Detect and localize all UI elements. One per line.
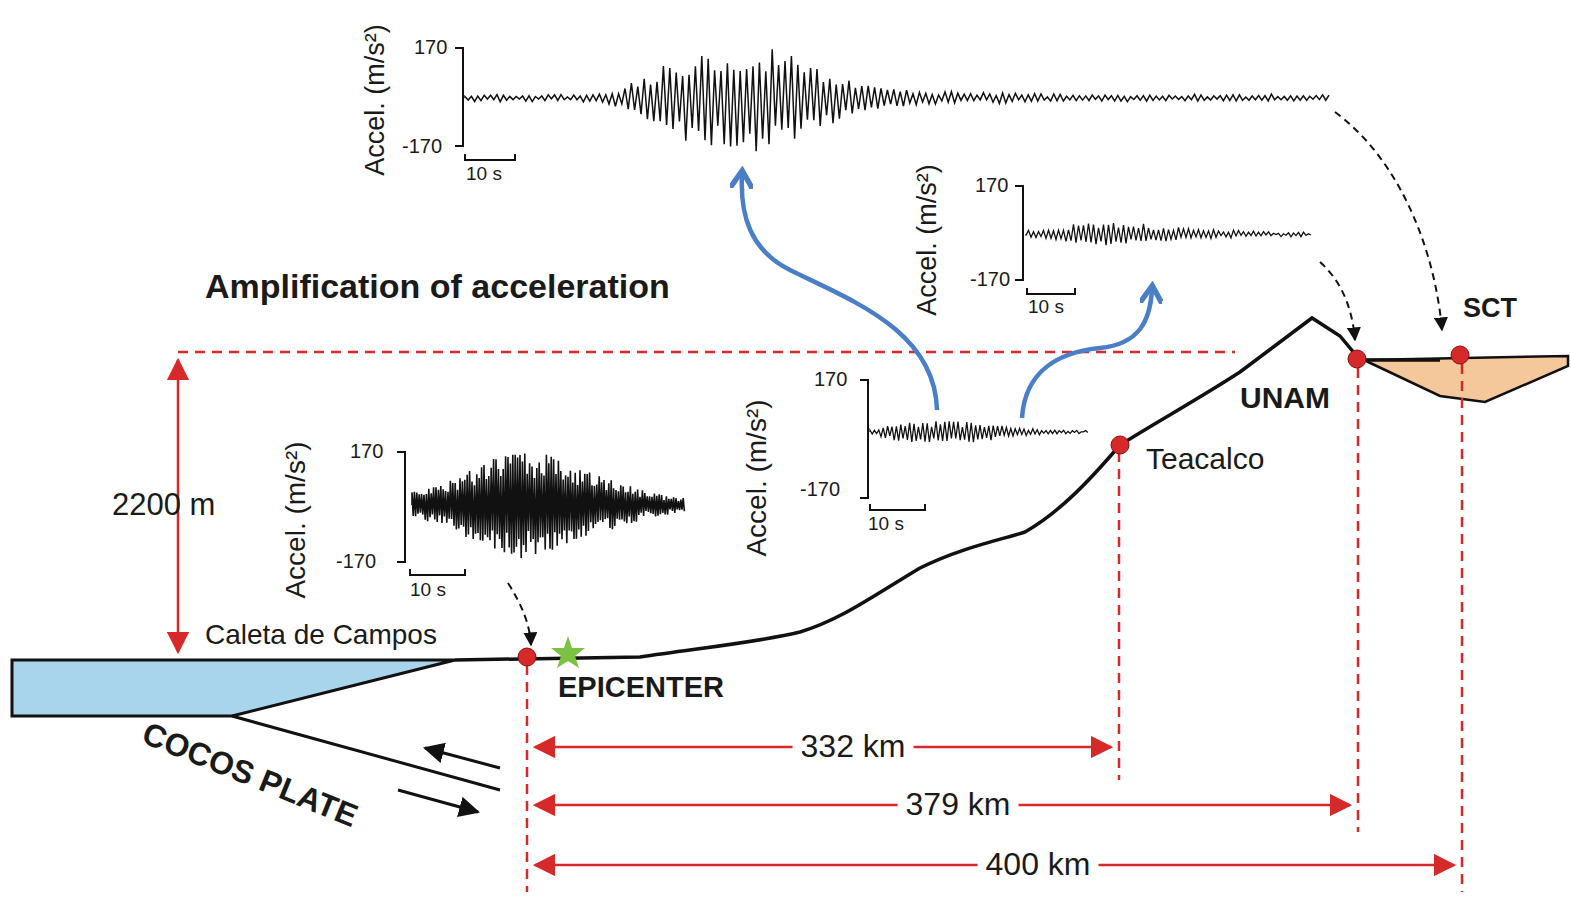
axis-label: 170 [975,174,1008,196]
axis-label: 170 [414,36,447,58]
seismogram-trace [1026,223,1311,245]
plate-arrow [398,790,478,812]
text-label: SCT [1463,294,1517,324]
text-label: Teacalco [1146,442,1264,475]
axis-label: 10 s [1028,297,1064,318]
pointer-arrows [508,112,1442,645]
seismogram-trace [870,421,1088,442]
text-label: EPICENTER [558,672,724,704]
axis-label: -170 [800,478,840,500]
axis-label: 10 s [466,164,502,185]
seismogram-trace [412,454,684,558]
axis-line [860,380,925,510]
terrain-profile [455,318,1440,660]
text-label: Caleta de Campos [205,620,437,651]
ocean [12,660,455,716]
plate-arrow [425,748,500,768]
axis-label: 10 s [410,580,446,601]
axis-label: Accel. (m/s²) [913,164,943,316]
text-label: Amplification of acceleration [205,268,670,305]
seismogram-trace [465,49,1329,151]
axis-label: Accel. (m/s²) [361,24,391,176]
text-label: UNAM [1240,381,1330,414]
axis-label: -170 [970,268,1010,290]
text-label: 2200 m [112,488,215,522]
axis-line [455,48,515,160]
axis-label: Accel. (m/s²) [281,441,312,598]
axis-label: Accel. (m/s²) [742,399,773,556]
dimension-label: 332 km [793,729,914,764]
axis-label: -170 [402,135,442,157]
reference-lines [178,352,1462,892]
amplification-arrows [742,175,1152,418]
axis-label: -170 [336,550,376,572]
axis-label: 170 [350,440,383,462]
dimension-label: 379 km [898,787,1019,822]
text-label: COCOS PLATE [137,716,362,834]
dimension-label: 400 km [978,847,1099,882]
lake-basin [1364,356,1568,402]
axis-label: 170 [814,368,847,390]
epicenter-star [551,636,585,668]
axis-label: 10 s [868,514,904,535]
dimension-arrows [178,360,1454,865]
